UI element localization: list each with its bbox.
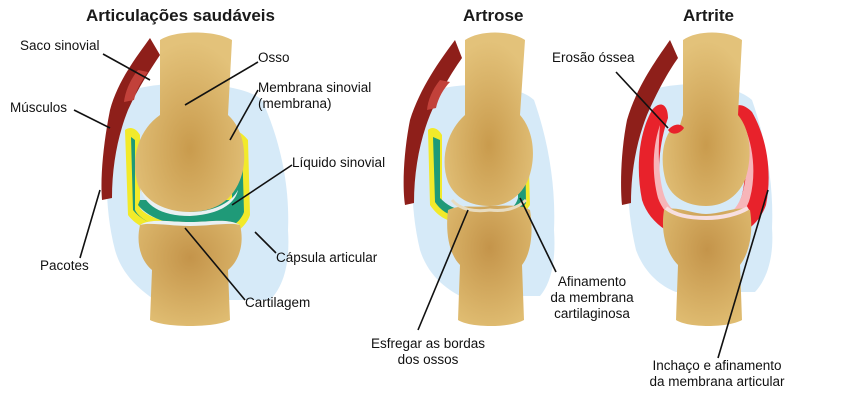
label-synovial-sac: Saco sinovial — [20, 38, 100, 53]
arthrosis-joint — [403, 32, 555, 326]
healthy-muscle — [101, 38, 160, 200]
healthy-joint — [101, 32, 289, 326]
healthy-bone-top — [134, 32, 245, 212]
label-cartilage-thinning: Afinamento da membrana cartilaginosa — [550, 274, 634, 321]
arthritis-bone-bottom — [662, 208, 752, 326]
title-arthrosis: Artrose — [463, 6, 524, 25]
label-synovial-membrane: Membrana sinovial (membrana) — [258, 80, 372, 111]
label-synovial-fluid: Líquido sinovial — [292, 155, 386, 170]
label-ligaments: Pacotes — [40, 258, 89, 273]
healthy-synovial-sac — [124, 70, 148, 102]
erosion-mark — [668, 124, 684, 134]
arthrosis-bone-top — [444, 32, 533, 206]
label-bone-rubbing: Esfregar as bordas dos ossos — [370, 336, 486, 367]
title-arthritis: Artrite — [683, 6, 735, 25]
arthrosis-bone-bottom — [447, 205, 532, 326]
arthritis-joint — [621, 32, 773, 326]
label-bone-erosion: Erosão óssea — [552, 50, 635, 65]
label-bone: Osso — [258, 50, 290, 65]
leader-lines — [73, 53, 769, 359]
label-joint-capsule: Cápsula articular — [276, 250, 378, 265]
label-cartilage: Cartilagem — [245, 295, 311, 310]
arthrosis-muscle — [403, 40, 462, 205]
arthritis-muscle — [621, 40, 678, 205]
title-healthy: Articulações saudáveis — [86, 6, 275, 25]
healthy-bone-bottom — [138, 220, 242, 326]
label-swelling: Inchaço e afinamento da membrana articul… — [649, 358, 785, 389]
arthritis-bone-top — [662, 32, 750, 206]
label-muscles: Músculos — [10, 100, 68, 115]
